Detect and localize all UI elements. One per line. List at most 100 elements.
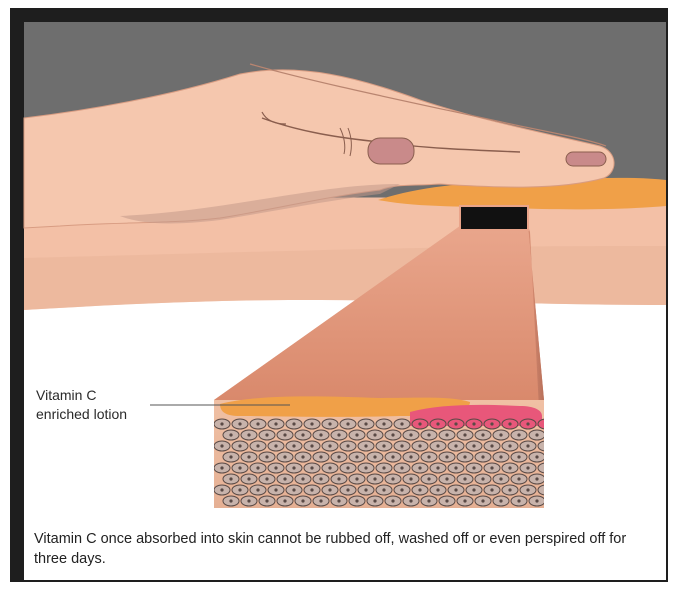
cell-nucleus bbox=[517, 499, 520, 502]
cell-nucleus bbox=[346, 488, 349, 491]
cell-nucleus bbox=[382, 466, 385, 469]
cell-nucleus bbox=[256, 466, 259, 469]
cell-nucleus bbox=[310, 444, 313, 447]
cell-nucleus bbox=[526, 422, 529, 425]
cell-nucleus bbox=[256, 488, 259, 491]
cell-nucleus bbox=[418, 422, 421, 425]
cell-nucleus bbox=[274, 488, 277, 491]
cell-nucleus bbox=[301, 499, 304, 502]
cell-nucleus bbox=[472, 488, 475, 491]
cell-nucleus bbox=[418, 466, 421, 469]
cell-nucleus bbox=[337, 455, 340, 458]
cell-nucleus bbox=[319, 433, 322, 436]
cell-nucleus bbox=[238, 422, 241, 425]
cell-nucleus bbox=[436, 422, 439, 425]
cell-nucleus bbox=[463, 455, 466, 458]
cell-nucleus bbox=[220, 444, 223, 447]
cell-nucleus bbox=[472, 422, 475, 425]
cell-nucleus bbox=[283, 477, 286, 480]
cell-nucleus bbox=[328, 422, 331, 425]
cell-nucleus bbox=[220, 422, 223, 425]
cell-nucleus bbox=[499, 455, 502, 458]
cell-nucleus bbox=[526, 444, 529, 447]
cell-nucleus bbox=[319, 455, 322, 458]
cell-nucleus bbox=[499, 499, 502, 502]
cell-nucleus bbox=[346, 444, 349, 447]
cell-nucleus bbox=[445, 433, 448, 436]
cell-nucleus bbox=[472, 444, 475, 447]
cell-nucleus bbox=[454, 444, 457, 447]
cell-nucleus bbox=[517, 433, 520, 436]
cell-nucleus bbox=[373, 477, 376, 480]
cell-nucleus bbox=[490, 422, 493, 425]
cell-nucleus bbox=[490, 488, 493, 491]
cell-nucleus bbox=[355, 499, 358, 502]
cell-nucleus bbox=[247, 477, 250, 480]
cell-nucleus bbox=[265, 433, 268, 436]
cell-nucleus bbox=[481, 477, 484, 480]
cell-nucleus bbox=[535, 477, 538, 480]
cell-nucleus bbox=[319, 477, 322, 480]
cell-nucleus bbox=[274, 422, 277, 425]
cell-nucleus bbox=[481, 499, 484, 502]
cell-nucleus bbox=[409, 477, 412, 480]
cell-nucleus bbox=[418, 444, 421, 447]
cell-nucleus bbox=[337, 499, 340, 502]
cell-nucleus bbox=[238, 466, 241, 469]
cell-nucleus bbox=[265, 499, 268, 502]
cell-nucleus bbox=[472, 466, 475, 469]
cell-nucleus bbox=[382, 422, 385, 425]
cell-nucleus bbox=[427, 477, 430, 480]
thumbnail bbox=[368, 138, 414, 164]
cell-nucleus bbox=[382, 444, 385, 447]
cell-nucleus bbox=[490, 444, 493, 447]
cell-nucleus bbox=[283, 499, 286, 502]
cell-nucleus bbox=[301, 477, 304, 480]
cell-nucleus bbox=[499, 477, 502, 480]
cell-nucleus bbox=[445, 455, 448, 458]
cell-nucleus bbox=[409, 499, 412, 502]
cell-nucleus bbox=[283, 433, 286, 436]
cell-nucleus bbox=[454, 422, 457, 425]
cell-nucleus bbox=[310, 488, 313, 491]
cell-nucleus bbox=[508, 466, 511, 469]
cell-nucleus bbox=[265, 455, 268, 458]
cell-nucleus bbox=[256, 444, 259, 447]
cell-nucleus bbox=[292, 488, 295, 491]
cell-nucleus bbox=[409, 455, 412, 458]
cell-nucleus bbox=[229, 455, 232, 458]
cell-nucleus bbox=[499, 433, 502, 436]
callout-label: Vitamin C enriched lotion bbox=[36, 386, 186, 424]
cell-nucleus bbox=[463, 477, 466, 480]
cell-nucleus bbox=[391, 433, 394, 436]
cell-nucleus bbox=[436, 488, 439, 491]
cell-nucleus bbox=[427, 433, 430, 436]
cell-nucleus bbox=[310, 422, 313, 425]
cell-nucleus bbox=[373, 499, 376, 502]
cell-nucleus bbox=[400, 444, 403, 447]
cell-nucleus bbox=[400, 488, 403, 491]
cell-nucleus bbox=[337, 433, 340, 436]
cell-nucleus bbox=[535, 499, 538, 502]
cell-nucleus bbox=[427, 499, 430, 502]
cell-nucleus bbox=[526, 488, 529, 491]
cell-nucleus bbox=[220, 488, 223, 491]
cell-nucleus bbox=[274, 466, 277, 469]
cell-nucleus bbox=[463, 433, 466, 436]
cell-nucleus bbox=[355, 477, 358, 480]
cell-nucleus bbox=[391, 455, 394, 458]
cell-nucleus bbox=[535, 433, 538, 436]
fingernail bbox=[566, 152, 606, 166]
cell-nucleus bbox=[328, 444, 331, 447]
cell-nucleus bbox=[274, 444, 277, 447]
cell-nucleus bbox=[310, 466, 313, 469]
cell-nucleus bbox=[517, 477, 520, 480]
cell-nucleus bbox=[517, 455, 520, 458]
cell-nucleus bbox=[292, 422, 295, 425]
cell-nucleus bbox=[301, 433, 304, 436]
cell-nucleus bbox=[508, 444, 511, 447]
cell-nucleus bbox=[418, 488, 421, 491]
cell-nucleus bbox=[328, 466, 331, 469]
